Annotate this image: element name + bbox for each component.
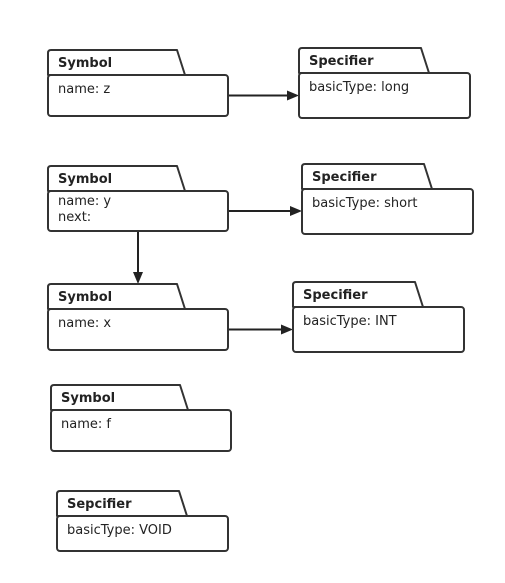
node-tab (292, 281, 424, 308)
node-title: Specifier (303, 288, 368, 303)
node-tab (298, 47, 430, 74)
node-symbol-f: Symbol name: f (50, 384, 232, 452)
node-symbol-z: Symbol name: z (47, 49, 229, 117)
node-title: Sepcifier (67, 497, 132, 512)
arrow-symbol-z-to-specifier-long (228, 90, 299, 101)
node-field: name: z (58, 82, 110, 97)
arrow-head (133, 272, 143, 284)
node-field: basicType: INT (303, 314, 397, 329)
node-tab (301, 163, 433, 190)
node-title: Specifier (309, 54, 374, 69)
node-title: Specifier (312, 170, 377, 185)
node-title: Symbol (58, 172, 112, 187)
node-tab (47, 49, 186, 76)
node-specifier-short: Specifier basicType: short (301, 163, 474, 235)
node-field: name: f (61, 417, 111, 432)
arrow-symbol-y-to-symbol-x (133, 231, 143, 284)
node-field: name: x (58, 316, 111, 331)
node-title: Symbol (58, 290, 112, 305)
node-tab (47, 165, 186, 192)
node-symbol-x: Symbol name: x (47, 283, 229, 351)
node-specifier-int: Specifier basicType: INT (292, 281, 465, 353)
node-tab (50, 384, 189, 411)
node-field: next: (58, 210, 91, 225)
node-title: Symbol (58, 56, 112, 71)
node-sepcifier-void: Sepcifier basicType: VOID (56, 490, 229, 552)
node-specifier-long: Specifier basicType: long (298, 47, 471, 119)
arrow-symbol-y-to-specifier-short (228, 206, 302, 216)
arrow-head (281, 324, 293, 335)
node-tab (47, 283, 186, 310)
edges (133, 90, 302, 335)
node-field: basicType: VOID (67, 523, 172, 538)
node-field: basicType: short (312, 196, 418, 211)
node-field: name: y (58, 194, 111, 209)
arrow-head (290, 206, 302, 216)
node-field: basicType: long (309, 80, 409, 95)
node-tab (56, 490, 188, 517)
node-title: Symbol (61, 391, 115, 406)
arrow-head (287, 90, 299, 101)
arrow-symbol-x-to-specifier-int (228, 324, 293, 335)
